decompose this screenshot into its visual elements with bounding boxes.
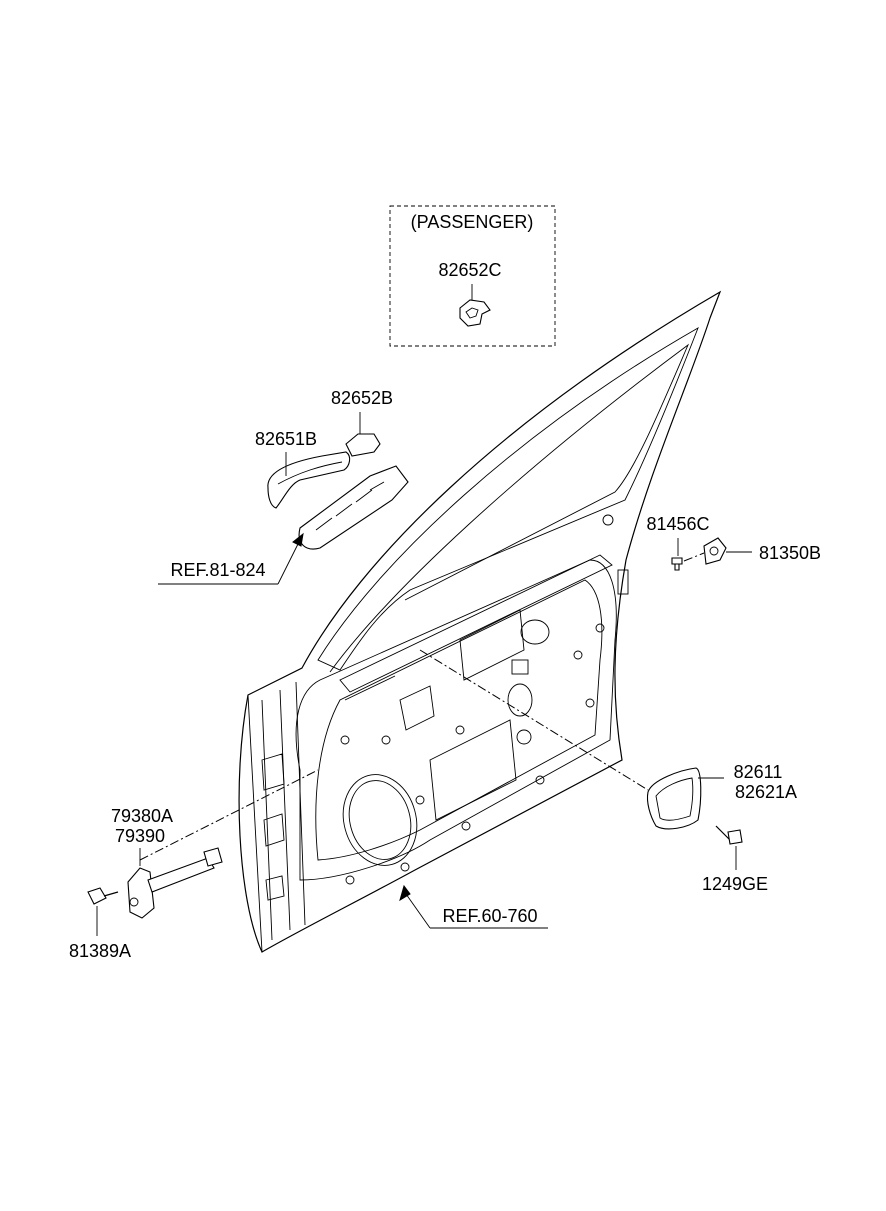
label-81350B: 81350B: [759, 543, 821, 563]
label-79380A: 79380A: [111, 806, 173, 826]
key-cylinder-cover-part: [459, 299, 491, 327]
striker-81350B-part: [703, 537, 727, 565]
outside-handle-part: [267, 451, 351, 509]
inside-handle-part: [646, 767, 702, 830]
label-ref-81-824: REF.81-824: [170, 560, 265, 580]
label-82621A: 82621A: [735, 782, 797, 802]
door-checker-part: [127, 847, 223, 919]
label-82652B: 82652B: [331, 388, 393, 408]
label-81389A: 81389A: [69, 941, 131, 961]
label-82652C: 82652C: [438, 260, 501, 280]
label-82611: 82611: [734, 762, 783, 782]
label-82651B: 82651B: [255, 429, 317, 449]
passenger-inset: (PASSENGER) 82652C: [389, 205, 556, 347]
front-door-panel: [238, 290, 722, 953]
handle-cover-part: [345, 433, 381, 457]
screw-1249GE-part: [715, 825, 743, 845]
screw-81456C-part: [671, 557, 683, 571]
label-79390: 79390: [115, 826, 165, 846]
label-81456C: 81456C: [646, 514, 709, 534]
bolt-81389A-part: [87, 887, 119, 905]
inset-title: (PASSENGER): [411, 212, 534, 232]
handle-bracket-part: [298, 465, 409, 550]
label-1249GE: 1249GE: [702, 874, 768, 894]
label-ref-60-760: REF.60-760: [442, 906, 537, 926]
